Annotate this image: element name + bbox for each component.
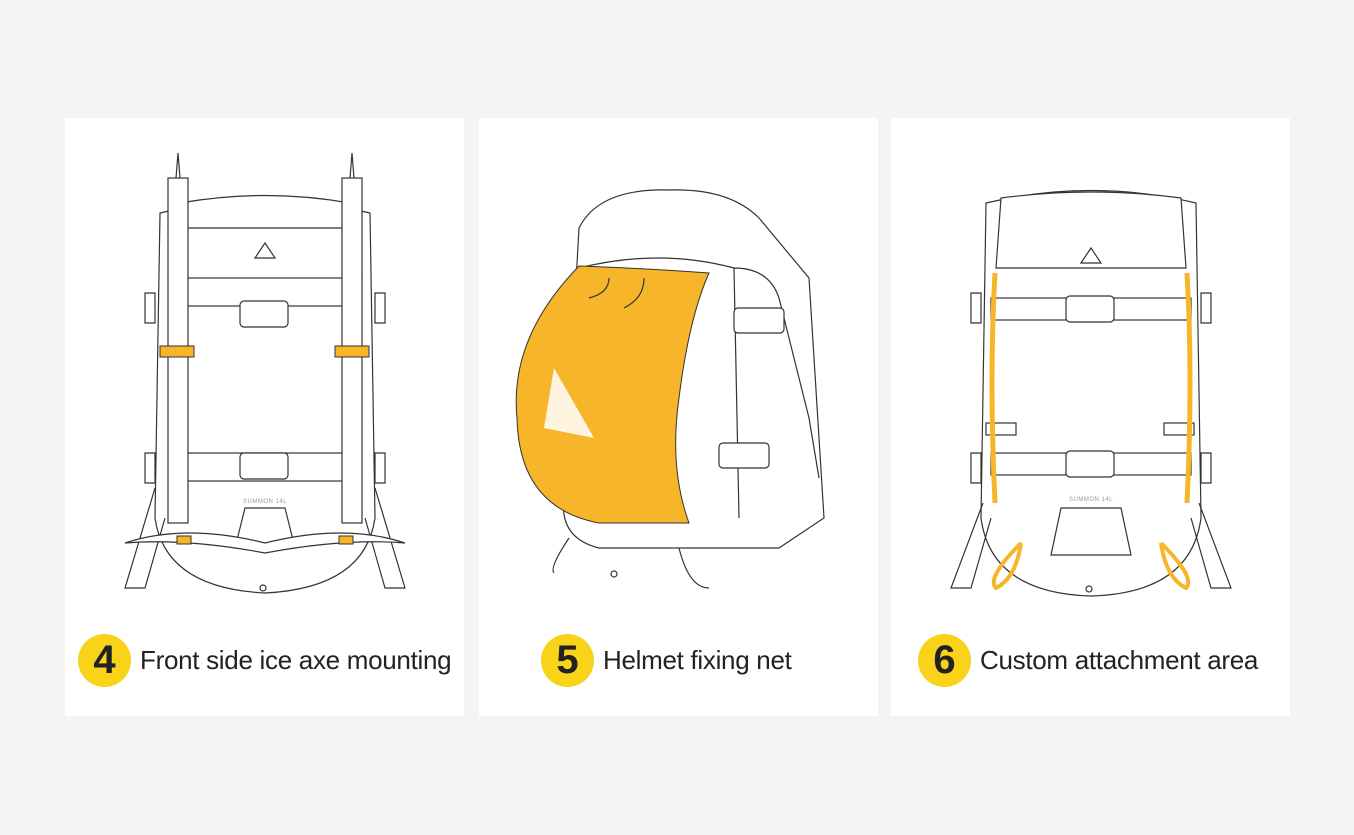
logo-icon — [544, 368, 594, 438]
feature-card-helmet-net: 5 Helmet fixing net — [479, 118, 878, 716]
feature-label: Front side ice axe mounting — [140, 645, 452, 675]
attachment-area-backpack-illustration: SUMMON 14L — [950, 189, 1232, 597]
feature-number-badge: 6 — [918, 634, 971, 687]
model-label: SUMMON 14L — [243, 499, 287, 505]
feature-caption: 6 Custom attachment area — [918, 634, 1258, 687]
model-label: SUMMON 14L — [1069, 497, 1113, 503]
feature-caption: 5 Helmet fixing net — [541, 634, 792, 687]
feature-number-badge: 5 — [541, 634, 594, 687]
helmet-net-backpack-illustration — [515, 189, 825, 589]
ice-axe-backpack-illustration: SUMMON 14L — [124, 152, 406, 594]
feature-label: Custom attachment area — [980, 645, 1259, 675]
feature-label: Helmet fixing net — [603, 645, 792, 675]
feature-card-ice-axe: SUMMON 14L 4 Front side ice axe mounting — [65, 118, 464, 716]
feature-caption: 4 Front side ice axe mounting — [78, 634, 452, 687]
feature-card-attachment-area: SUMMON 14L 6 Custom attachment area — [891, 118, 1290, 716]
feature-number-badge: 4 — [78, 634, 131, 687]
